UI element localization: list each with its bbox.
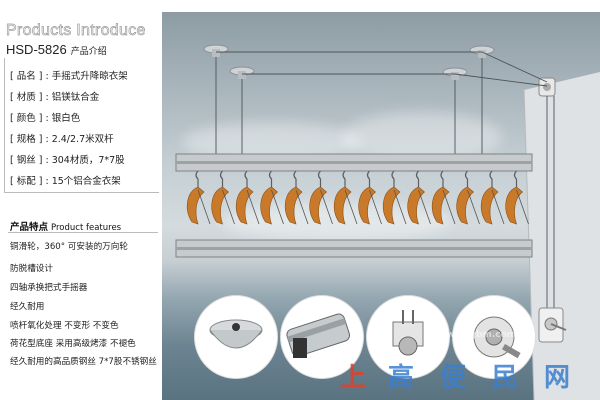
feature-item: 经久耐用的高品质钢丝 7*7股不锈钢丝 (10, 357, 157, 367)
spec-material: [ 材质 ] : 铝镁钛合金 (10, 92, 100, 103)
feature-item: 四轴承换把式手摇器 (10, 283, 88, 293)
model-subtitle: 产品介绍 (70, 46, 107, 56)
ceiling-mount-left-2 (229, 66, 255, 79)
watermark-char: 高 (388, 363, 415, 393)
model-code: HSD-5826 (6, 42, 67, 57)
wall (524, 72, 600, 400)
hanger (382, 170, 407, 225)
spec-standard: [ 标配 ] : 15个铝合金衣架 (10, 176, 121, 187)
hanger (358, 170, 382, 225)
hanger (260, 170, 284, 225)
ceiling-mount-left (203, 44, 229, 57)
hanger (456, 170, 480, 225)
hanger (480, 170, 505, 225)
feature-item: 铜滑轮，360° 可安装的万向轮 (10, 242, 128, 252)
hanger (284, 170, 309, 225)
hand-crank (538, 307, 567, 343)
drying-rod-top (175, 153, 533, 172)
hanger (407, 170, 431, 225)
hanger (431, 170, 456, 225)
feature-item: 喷杆氧化处理 不变形 不变色 (10, 321, 119, 331)
watermark-char: 民 (492, 363, 519, 393)
spec-wire: [ 钢丝 ] : 304材质，7*7股 (10, 155, 125, 166)
drying-rod-bottom (175, 239, 533, 258)
hanger (309, 170, 333, 225)
thumb-crank-gear (452, 295, 536, 379)
features-title: 产品特点 (10, 222, 49, 233)
thumb-copper-pulley (366, 295, 450, 379)
lotus-base-icon (209, 319, 263, 349)
anodized-rod-icon (286, 313, 351, 358)
rack-illustration (175, 44, 600, 400)
page-title: Products Introduce (6, 22, 146, 40)
watermark-char: 便 (440, 363, 467, 393)
crank-gear-icon (473, 316, 521, 359)
hanger (505, 170, 529, 225)
feature-item: 经久耐用 (10, 302, 45, 312)
watermark-char: 上 (340, 363, 367, 393)
pulley-icon (392, 310, 424, 356)
thumb-anodized-rod (280, 295, 364, 379)
spec-size: [ 规格 ] : 2.4/2.7米双杆 (10, 134, 114, 145)
spec-name: [ 品名 ] : 手摇式升降晾衣架 (10, 71, 128, 82)
hanger (333, 170, 358, 225)
features-divider (8, 232, 158, 233)
feature-item: 防脱槽设计 (10, 264, 53, 274)
top-cables (216, 51, 548, 87)
spec-color: [ 颜色 ] : 银白色 (10, 113, 81, 124)
features-title-en: Product features (51, 223, 122, 233)
product-scene: www.shgbm.com 上 高 便 民 网 (162, 12, 600, 400)
hanger (211, 170, 235, 225)
thumb-lotus-base (194, 295, 278, 379)
watermark-url: www.shgbm.com (430, 330, 517, 340)
hanging-cables (215, 57, 555, 312)
hanger (235, 170, 260, 225)
hanger (186, 170, 211, 225)
hangers-group (186, 170, 529, 225)
spec-frame (4, 58, 159, 193)
feature-item: 荷花型底座 采用高级烤漆 不褪色 (10, 339, 136, 349)
corner-pulley (538, 77, 556, 97)
watermark-char: 网 (544, 363, 571, 393)
